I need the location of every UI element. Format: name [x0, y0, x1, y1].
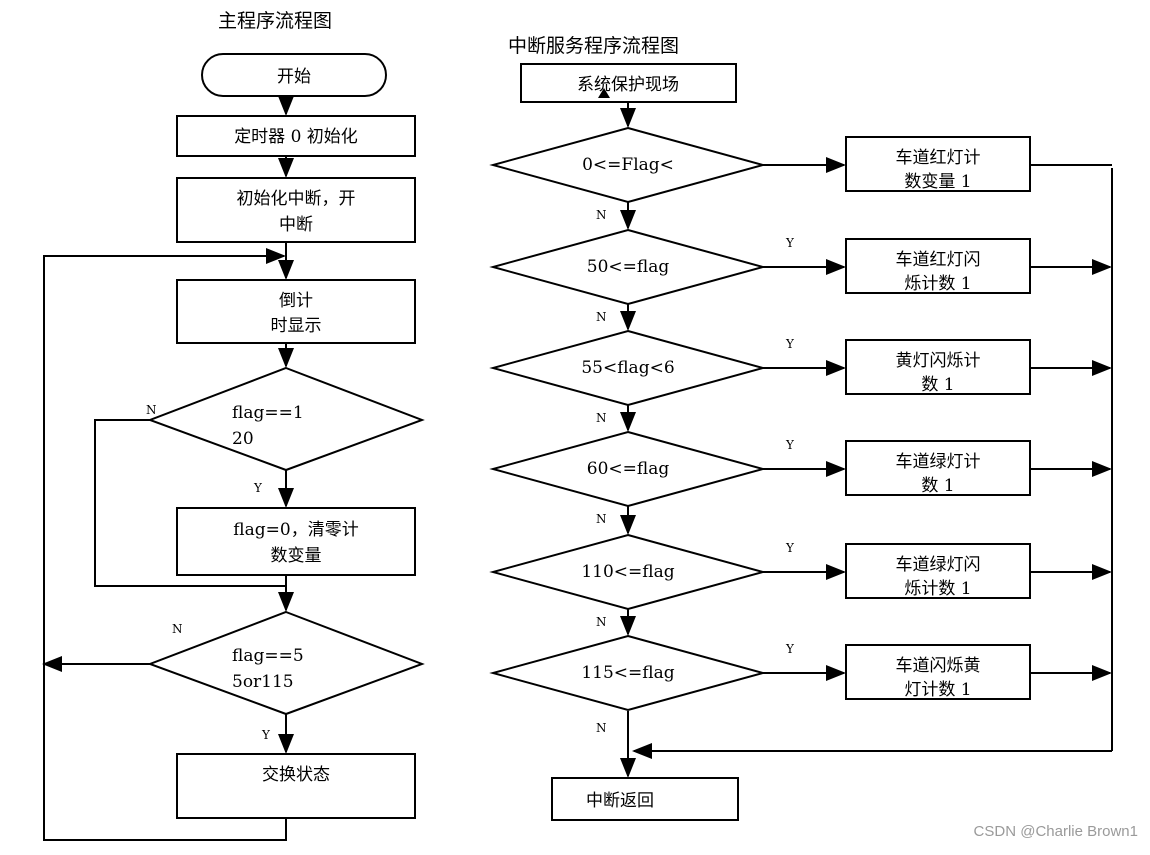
isr-decision-6-no: N [596, 721, 607, 735]
isr-decision-3-no: N [596, 411, 607, 425]
isr-decision-3-yes: Y [785, 337, 795, 351]
isr-decision-2-label: 50<=flag [587, 257, 670, 277]
isr-decision-6-yes: Y [785, 642, 795, 656]
isr-decision-4-no: N [596, 512, 607, 526]
isr-decision-5-no: N [596, 615, 607, 629]
decision-flag-120-line2: 20 [232, 429, 254, 449]
isr-action-3 [845, 339, 1031, 395]
isr-decision-6-label: 115<=flag [581, 663, 674, 683]
isr-action-4 [845, 440, 1031, 496]
isr-action-5-line1: 车道绿灯闪 [896, 555, 981, 575]
countdown-line2: 时显示 [271, 316, 322, 336]
isr-action-3-line1: 黄灯闪烁计 [896, 351, 981, 371]
isr-decision-5-label: 110<=flag [581, 562, 674, 582]
swap-box [176, 753, 416, 819]
decision-flag-55-115-yes: Y [261, 728, 271, 742]
start-terminal [201, 53, 387, 97]
isr-action-4-line2: 数 1 [921, 476, 954, 496]
start-label: 开始 [277, 67, 311, 87]
isr-decision-3-label: 55<flag<6 [581, 358, 674, 378]
int-init-line2: 中断 [279, 215, 313, 235]
return-label: 中断返回 [586, 791, 654, 811]
decision-flag-55-115-no: N [172, 622, 183, 636]
isr-action-5-line2: 烁计数 1 [904, 579, 971, 599]
decision-flag-120-yes: Y [253, 481, 263, 495]
return-box [551, 777, 739, 821]
isr-action-2-line2: 烁计数 1 [904, 274, 971, 294]
int-init-line1: 初始化中断，开 [237, 189, 356, 209]
isr-title: 中断服务程序流程图 [508, 35, 679, 57]
isr-decision-5-yes: Y [785, 541, 795, 555]
save-context-label: 系统保护现场 [577, 75, 679, 95]
timer-init-label: 定时器 0 初始化 [234, 127, 358, 147]
isr-decision-4-label: 60<=flag [587, 459, 670, 479]
isr-action-2 [845, 238, 1031, 294]
isr-decision-1-label: 0<=Flag< [582, 155, 674, 175]
swap-label: 交换状态 [262, 765, 330, 785]
clear-box [176, 507, 416, 576]
decision-flag-55-115-line1: flag==5 [232, 646, 304, 666]
isr-action-4-line1: 车道绿灯计 [896, 452, 981, 472]
isr-action-6 [845, 644, 1031, 700]
clear-line2: 数变量 [271, 546, 322, 566]
timer-init-box [176, 115, 416, 157]
isr-action-3-line2: 数 1 [921, 375, 954, 395]
main-title: 主程序流程图 [218, 10, 332, 32]
isr-action-5 [845, 543, 1031, 599]
isr-decision-1-no: N [596, 208, 607, 222]
isr-action-6-line2: 灯计数 1 [904, 680, 971, 700]
isr-decision-2-yes: Y [785, 236, 795, 250]
isr-action-1-line1: 车道红灯计 [896, 148, 981, 168]
clear-line1: flag=0，清零计 [233, 520, 358, 540]
decision-flag-120-no: N [146, 403, 157, 417]
isr-action-2-line1: 车道红灯闪 [896, 250, 981, 270]
decision-flag-120-line1: flag==1 [232, 403, 304, 423]
watermark: CSDN @Charlie Brown1 [973, 823, 1138, 840]
isr-decision-4-yes: Y [785, 438, 795, 452]
decision-flag-55-115-line2: 5or115 [232, 672, 294, 692]
countdown-box [176, 279, 416, 344]
countdown-line1: 倒计 [279, 291, 313, 311]
isr-action-1-line2: 数变量 1 [904, 172, 971, 192]
isr-decision-2-no: N [596, 310, 607, 324]
isr-decision-6 [489, 634, 767, 712]
int-init-box [176, 177, 416, 243]
isr-action-6-line1: 车道闪烁黄 [896, 656, 981, 676]
